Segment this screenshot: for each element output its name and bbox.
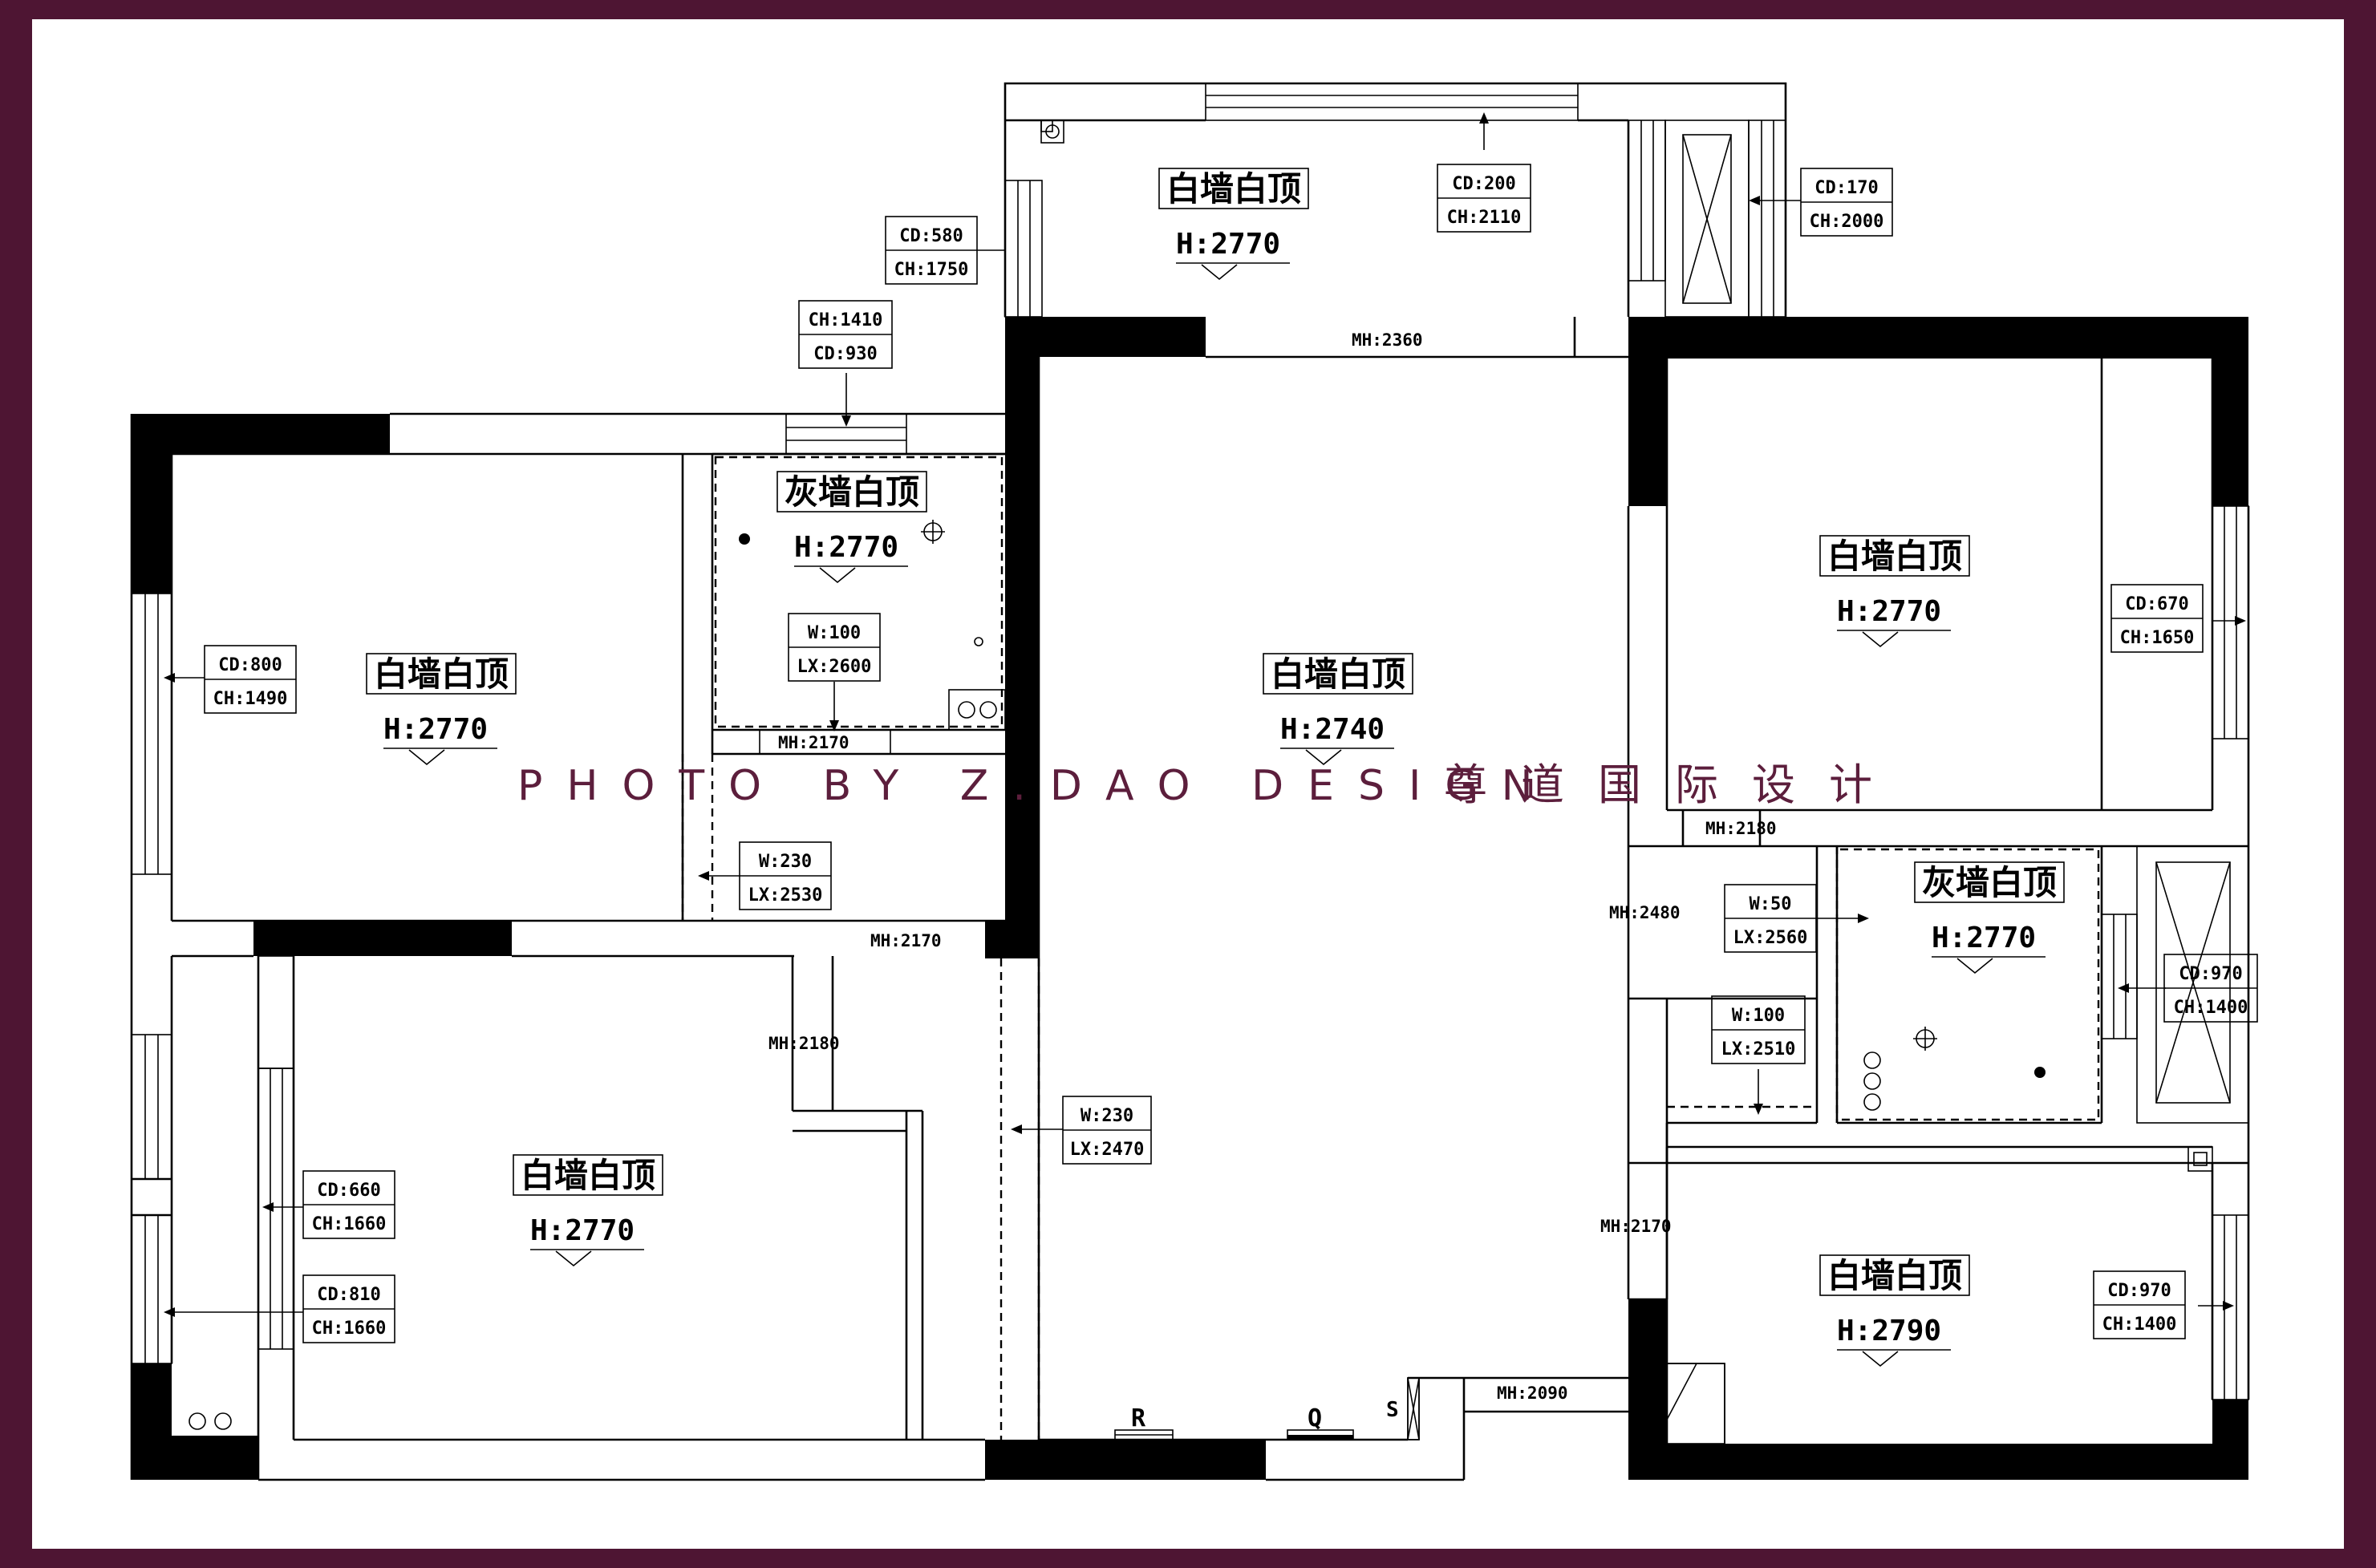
lamp-icon [1913,1027,1937,1051]
tag-line-b: CH:2110 [1447,208,1522,228]
tag-line-a: W:50 [1750,894,1792,914]
tag-line-b: LX:2470 [1070,1140,1145,1160]
opening-height-label: MH:2360 [1352,330,1423,350]
dashed-outlines [681,456,2100,1440]
tag-line-a: W:230 [759,852,812,872]
structural-walls [132,317,2248,1480]
opening-height-label: MH:2170 [870,931,942,950]
tag-line-b: CH:1400 [2174,998,2248,1018]
tag-line-b: CH:1650 [2120,628,2195,648]
room-name: 白墙白顶 [1166,169,1301,209]
room-label: 白墙白顶 H:2790 [1819,1254,1970,1367]
tag-line-a: CD:200 [1452,174,1515,194]
room-label: 白墙白顶 H:2740 [1263,653,1413,766]
room-height: H:2770 [1932,922,2036,954]
tag-line-a: CD:970 [2179,964,2242,984]
marker-s: S [1386,1398,1399,1422]
room-name: 灰墙白顶 [1922,863,2057,902]
room-height: H:2790 [1837,1315,1941,1347]
marker-r: R [1131,1404,1146,1432]
room-height: H:2740 [1280,713,1385,746]
tag-line-b: CH:1660 [312,1214,387,1234]
tag-line-a: W:230 [1081,1106,1133,1126]
tag-line-a: CD:810 [317,1285,380,1305]
tag-line-b: CH:1490 [213,689,288,709]
drawing-sheet [32,19,2344,1549]
opening-height-label: MH:2480 [1609,903,1681,922]
tag-line-b: CH:1400 [2102,1315,2177,1335]
opening-height-labels: MH:2360MH:2170MH:2170MH:2180MH:2180MH:24… [768,330,1777,1403]
tag-line-a: CH:1410 [809,310,883,330]
room-name: 白墙白顶 [1271,654,1405,694]
tag-line-b: CH:2000 [1810,212,1884,232]
room-label: 白墙白顶 H:2770 [513,1154,663,1267]
room-name: 白墙白顶 [1827,537,1962,576]
watermark-text: PHOTO BY Z.DAO DESIGN [517,762,1557,810]
opening-height-label: MH:2090 [1497,1384,1568,1403]
room-name: 灰墙白顶 [785,472,919,512]
balcony-walls [1004,82,1787,318]
room-name: 白墙白顶 [1827,1256,1962,1295]
room-label: 白墙白顶 H:2770 [1819,535,1970,648]
tag-line-a: CD:580 [899,226,963,246]
tag-line-b: CD:930 [813,344,877,364]
room-name: 白墙白顶 [521,1156,655,1195]
outlet-icon [974,637,983,646]
marker-q: Q [1308,1404,1322,1432]
opening-height-label: MH:2180 [1705,819,1777,838]
tag-line-a: CD:970 [2107,1281,2171,1301]
tag-line-a: W:100 [1732,1006,1785,1026]
opening-height-label: MH:2180 [768,1034,840,1053]
tag-line-b: CH:1750 [894,260,969,280]
watermark-cn: 尊道国际设计 [1444,760,1906,810]
room-label: 白墙白顶 H:2770 [1158,168,1309,281]
opening-height-label: MH:2170 [1600,1217,1672,1236]
tag-line-b: CH:1660 [312,1319,387,1339]
tag-line-a: CD:660 [317,1181,380,1201]
room-name: 白墙白顶 [374,654,509,694]
tag-line-b: LX:2600 [797,657,872,677]
room-label: 灰墙白顶 H:2770 [776,471,927,584]
tag-line-a: CD:800 [218,655,282,675]
tag-line-a: CD:670 [2125,594,2188,614]
room-height: H:2770 [1176,228,1280,261]
tag-line-b: LX:2530 [748,885,823,906]
dimension-tags: CD:580CH:1750CD:200CH:2110CD:170CH:2000C… [204,164,2258,1343]
tag-line-b: LX:2510 [1721,1039,1796,1060]
floor-drain-icon [739,533,750,545]
room-label: 灰墙白顶 H:2770 [1914,861,2065,974]
leader-lines [164,112,2246,1317]
room-height: H:2770 [1837,595,1941,628]
tag-line-a: CD:170 [1814,178,1878,198]
tag-line-b: LX:2560 [1733,928,1808,948]
room-height: H:2770 [794,531,898,564]
room-height: H:2770 [383,713,488,746]
room-label: 白墙白顶 H:2770 [366,653,517,766]
tag-line-a: W:100 [808,623,861,643]
floor-drain-icon [2034,1067,2046,1078]
room-height: H:2770 [530,1214,635,1247]
opening-height-label: MH:2170 [778,733,849,752]
room-labels: 白墙白顶 H:2770 灰墙白顶 H:2770 白墙白顶 H:2770 白墙白顶 H:2740… [366,168,2065,1367]
fixture-symbols [739,520,2046,1440]
lamp-icon [921,520,945,544]
